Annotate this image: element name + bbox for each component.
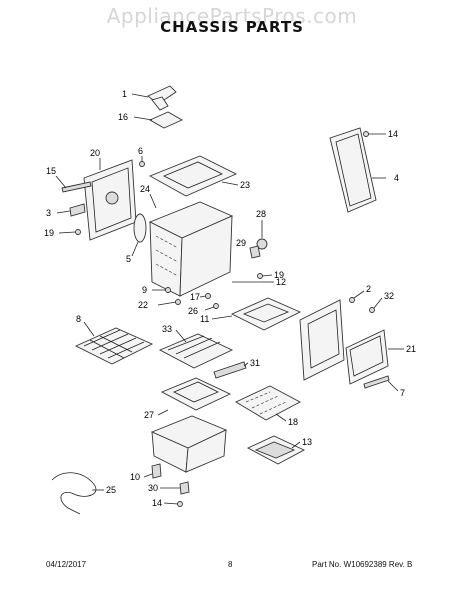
callout: 2 <box>366 284 371 294</box>
callout: 4 <box>394 173 399 183</box>
callout: 11 <box>200 314 209 324</box>
callout: 29 <box>236 238 246 248</box>
part-22-screw[interactable] <box>175 299 181 305</box>
callout: 14 <box>388 129 398 139</box>
callout: 13 <box>302 437 312 447</box>
part-26-screw[interactable] <box>213 303 219 309</box>
callout: 6 <box>138 146 143 156</box>
part-30-bracket[interactable] <box>179 481 190 495</box>
callout: 15 <box>46 166 56 176</box>
part-33-rack[interactable] <box>158 333 234 369</box>
watermark: AppliancePartsPros.com <box>106 4 358 28</box>
callout: 30 <box>148 483 158 493</box>
callout: 21 <box>406 344 416 354</box>
part-19b-screw[interactable] <box>257 273 263 279</box>
footer-part-number: Part No. W10692389 Rev. B <box>312 560 413 569</box>
page-title: CHASSIS PARTS <box>160 18 304 36</box>
footer-page-number: 8 <box>228 560 233 569</box>
part-31-element[interactable] <box>213 361 247 379</box>
part-5-gasket[interactable] <box>133 213 147 243</box>
callout: 33 <box>162 324 172 334</box>
part-side-panel[interactable] <box>299 299 345 381</box>
callout: 7 <box>400 388 405 398</box>
callout: 19 <box>274 270 284 280</box>
callout: 8 <box>76 314 81 324</box>
leader-lines <box>55 93 404 505</box>
callout: 17 <box>190 292 200 302</box>
footer-date: 04/12/2017 <box>46 560 87 569</box>
part-29-component[interactable] <box>249 245 261 259</box>
part-20-rear-panel[interactable] <box>83 159 137 241</box>
part-24-oven-cavity[interactable] <box>148 201 234 297</box>
callout: 19 <box>44 228 54 238</box>
part-32-screw[interactable] <box>369 307 375 313</box>
part-19-screw[interactable] <box>75 229 81 235</box>
part-28-component[interactable] <box>256 238 268 250</box>
part-6-screw[interactable] <box>139 161 145 167</box>
callout: 28 <box>256 209 266 219</box>
callout: 3 <box>46 208 51 218</box>
part-1-bracket[interactable] <box>147 85 177 111</box>
callout: 23 <box>240 180 250 190</box>
part-8-oven-rack[interactable] <box>74 327 154 365</box>
callout: 16 <box>118 112 128 122</box>
callout-labels: 1 16 14 4 20 6 15 24 23 3 19 5 28 29 9 2… <box>44 89 416 508</box>
callout: 31 <box>250 358 260 368</box>
part-2-screw[interactable] <box>349 297 355 303</box>
part-17-screw[interactable] <box>205 293 211 299</box>
callout: 24 <box>140 184 150 194</box>
part-15-rod[interactable] <box>61 181 92 193</box>
part-21-door-glass[interactable] <box>345 329 389 385</box>
part-3-bracket[interactable] <box>69 203 86 217</box>
part-7-handle[interactable] <box>363 375 390 389</box>
callout: 5 <box>126 254 131 264</box>
callout: 18 <box>288 417 298 427</box>
part-10-foot[interactable] <box>151 463 162 479</box>
callout: 10 <box>130 472 140 482</box>
part-23-top-panel[interactable] <box>148 155 238 197</box>
part-18-panel[interactable] <box>235 385 301 421</box>
part-11-door-frame[interactable] <box>230 297 302 331</box>
part-14-screw[interactable] <box>363 131 369 137</box>
callout: 25 <box>106 485 116 495</box>
callout: 12 <box>276 277 286 287</box>
part-13-storage-drawer[interactable] <box>246 435 306 465</box>
callout: 22 <box>138 300 148 310</box>
callout: 1 <box>122 89 127 99</box>
part-4-door-seal-frame[interactable] <box>329 127 377 213</box>
callout: 32 <box>384 291 394 301</box>
part-14b-screw[interactable] <box>177 501 183 507</box>
callout: 27 <box>144 410 154 420</box>
callout: 14 <box>152 498 162 508</box>
part-16-plate[interactable] <box>149 111 183 129</box>
part-lower-frame[interactable] <box>150 415 228 473</box>
part-9-screw[interactable] <box>165 287 171 293</box>
part-27-bottom-panel[interactable] <box>160 377 232 411</box>
callout: 20 <box>90 148 100 158</box>
part-25-wire-harness[interactable] <box>51 472 97 515</box>
callout: 9 <box>142 285 147 295</box>
callout: 26 <box>188 306 198 316</box>
